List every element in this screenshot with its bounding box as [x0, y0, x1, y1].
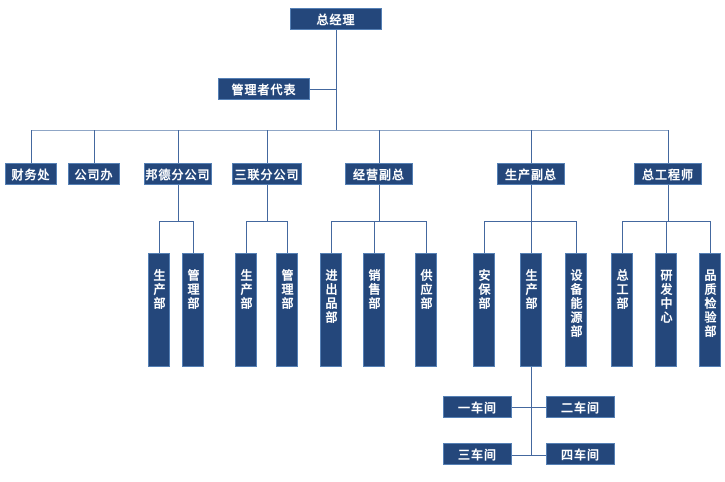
connector-line — [668, 185, 669, 221]
node-security-dept: 安保部 — [473, 253, 495, 367]
node-label: 安保部 — [477, 269, 491, 311]
node-label: 管理部 — [186, 269, 200, 311]
connector-line — [531, 221, 532, 253]
node-production-vp: 生产副总 — [497, 163, 565, 185]
connector-line — [426, 221, 427, 253]
node-quality-inspection-dept: 品质检验部 — [699, 253, 721, 367]
connector-line — [668, 130, 669, 163]
connector-line — [666, 221, 667, 253]
node-workshop-2: 二车间 — [546, 396, 615, 418]
node-label: 设备能源部 — [569, 269, 583, 339]
connector-line — [267, 130, 268, 163]
node-label: 销售部 — [367, 269, 381, 311]
connector-line — [310, 89, 336, 90]
node-company-office: 公司办 — [68, 163, 120, 185]
node-label: 生产部 — [524, 269, 538, 311]
node-finance-office: 财务处 — [5, 163, 57, 185]
connector-line — [512, 407, 546, 408]
connector-line — [193, 221, 194, 253]
node-label: 生产部 — [239, 269, 253, 311]
node-workshop-3: 三车间 — [443, 443, 512, 465]
connector-line — [576, 221, 577, 253]
connector-line — [484, 221, 485, 253]
connector-line — [336, 30, 337, 130]
connector-line — [159, 221, 193, 222]
connector-line — [531, 185, 532, 221]
node-import-export-dept: 进出品部 — [320, 253, 342, 367]
connector-line — [331, 221, 332, 253]
node-bangde-management-dept: 管理部 — [182, 253, 204, 367]
connector-line — [267, 185, 268, 221]
node-label: 生产部 — [152, 269, 166, 311]
connector-line — [710, 221, 711, 253]
node-management-representative: 管理者代表 — [218, 78, 310, 100]
connector-line — [622, 221, 623, 253]
node-label: 供应部 — [419, 269, 433, 311]
connector-line — [159, 221, 160, 253]
connector-line — [331, 221, 426, 222]
connector-line — [379, 130, 380, 163]
node-workshop-1: 一车间 — [443, 396, 512, 418]
node-bangde-branch: 邦德分公司 — [144, 163, 212, 185]
connector-line — [31, 130, 32, 163]
connector-line — [531, 367, 532, 455]
node-supply-dept: 供应部 — [415, 253, 437, 367]
connector-line — [484, 221, 576, 222]
node-sanlian-production-dept: 生产部 — [235, 253, 257, 367]
connector-line — [531, 130, 532, 163]
connector-line — [246, 221, 247, 253]
node-production-dept: 生产部 — [520, 253, 542, 367]
node-sanlian-management-dept: 管理部 — [276, 253, 298, 367]
connector-line — [287, 221, 288, 253]
node-operations-vp: 经营副总 — [345, 163, 413, 185]
connector-line — [374, 221, 375, 253]
node-equipment-energy-dept: 设备能源部 — [565, 253, 587, 367]
connector-line — [379, 185, 380, 221]
connector-line — [512, 455, 546, 456]
node-sales-dept: 销售部 — [363, 253, 385, 367]
node-chief-engineer: 总工程师 — [634, 163, 702, 185]
node-label: 进出品部 — [324, 269, 338, 325]
connector-line — [94, 130, 95, 163]
node-rd-center: 研发中心 — [655, 253, 677, 367]
node-label: 总工部 — [615, 269, 629, 311]
node-sanlian-branch: 三联分公司 — [232, 163, 302, 185]
connector-line — [31, 130, 668, 131]
node-label: 管理部 — [280, 269, 294, 311]
connector-line — [178, 185, 179, 221]
node-label: 品质检验部 — [703, 269, 717, 339]
node-chief-engineer-dept: 总工部 — [611, 253, 633, 367]
connector-line — [178, 130, 179, 163]
node-label: 研发中心 — [659, 269, 673, 325]
node-workshop-4: 四车间 — [546, 443, 615, 465]
node-general-manager: 总经理 — [290, 8, 382, 30]
connector-line — [246, 221, 287, 222]
node-bangde-production-dept: 生产部 — [148, 253, 170, 367]
